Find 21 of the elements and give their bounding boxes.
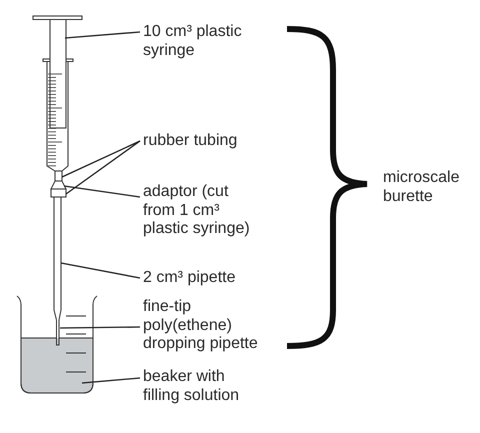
- callout-label: fine-tip poly(ethene) dropping pipette: [140, 298, 272, 354]
- adaptor: [50, 180, 67, 190]
- leader-line: [62, 140, 140, 178]
- callout-label: adaptor (cut from 1 cm³ plastic syringe): [140, 183, 258, 238]
- pipette: [54, 196, 62, 320]
- leader-line: [82, 377, 140, 384]
- callout-label: beaker with filling solution: [140, 368, 253, 405]
- leader-line: [64, 31, 140, 39]
- callout-label: 10 cm³ plastic syringe: [140, 23, 275, 60]
- leader-line: [60, 326, 140, 329]
- rubber-tubing: [50, 188, 66, 198]
- leader-line: [64, 185, 140, 198]
- leader-line: [66, 140, 140, 195]
- syringe: [32, 16, 82, 172]
- rubber-tubing: [54, 170, 62, 182]
- leader-line: [60, 262, 140, 279]
- brace-label: microscale burette: [382, 169, 460, 206]
- callout-label: rubber tubing: [140, 132, 280, 150]
- beaker: [16, 296, 98, 394]
- dropping-pipette: [56, 320, 60, 346]
- callout-label: 2 cm³ pipette: [140, 269, 265, 288]
